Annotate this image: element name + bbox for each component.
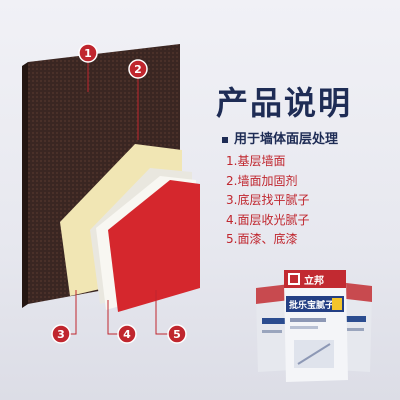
svg-text:3: 3 xyxy=(57,328,65,341)
layer-badge-1: 1 xyxy=(78,43,98,63)
svg-text:4: 4 xyxy=(123,328,131,341)
product-name: 批乐宝腻子 xyxy=(289,299,334,311)
product-bags: 立邦 批乐宝腻子 xyxy=(256,270,372,382)
product-bag-left xyxy=(256,284,292,372)
product-brand: 立邦 xyxy=(304,274,324,287)
svg-text:5: 5 xyxy=(173,328,181,341)
page-title: 产品说明 xyxy=(216,84,353,122)
usage-subtitle-text: 用于墙体面层处理 xyxy=(234,132,339,147)
svg-text:2: 2 xyxy=(134,63,142,76)
layer-badge-4: 4 xyxy=(117,324,137,344)
layer-list: 1.基层墙面 2.墙面加固剂 3.底层找平腻子 4.面层收光腻子 5.面漆、底漆 xyxy=(226,152,309,250)
layer-list-item: 2.墙面加固剂 xyxy=(226,173,298,188)
leader-line-5 xyxy=(155,290,170,335)
usage-subtitle: 用于墙体面层处理 xyxy=(222,128,338,147)
layer-badge-2: 2 xyxy=(128,59,148,79)
layer-list-item: 1.基层墙面 xyxy=(226,154,286,168)
bullet-square-icon xyxy=(222,136,228,143)
product-bag-front: 立邦 批乐宝腻子 xyxy=(284,270,348,382)
layer-badge-5: 5 xyxy=(167,324,187,344)
layer-list-item: 3.底层找平腻子 xyxy=(226,193,310,207)
leader-line-3 xyxy=(68,290,77,335)
layer-list-item: 4.面层收光腻子 xyxy=(226,212,310,227)
layer-list-item: 5.面漆、底漆 xyxy=(226,232,298,246)
svg-text:1: 1 xyxy=(84,47,92,60)
layer-badge-3: 3 xyxy=(51,324,71,344)
paint-layer xyxy=(108,180,200,312)
leader-line-4 xyxy=(107,300,120,335)
base-wall-side xyxy=(22,62,28,308)
